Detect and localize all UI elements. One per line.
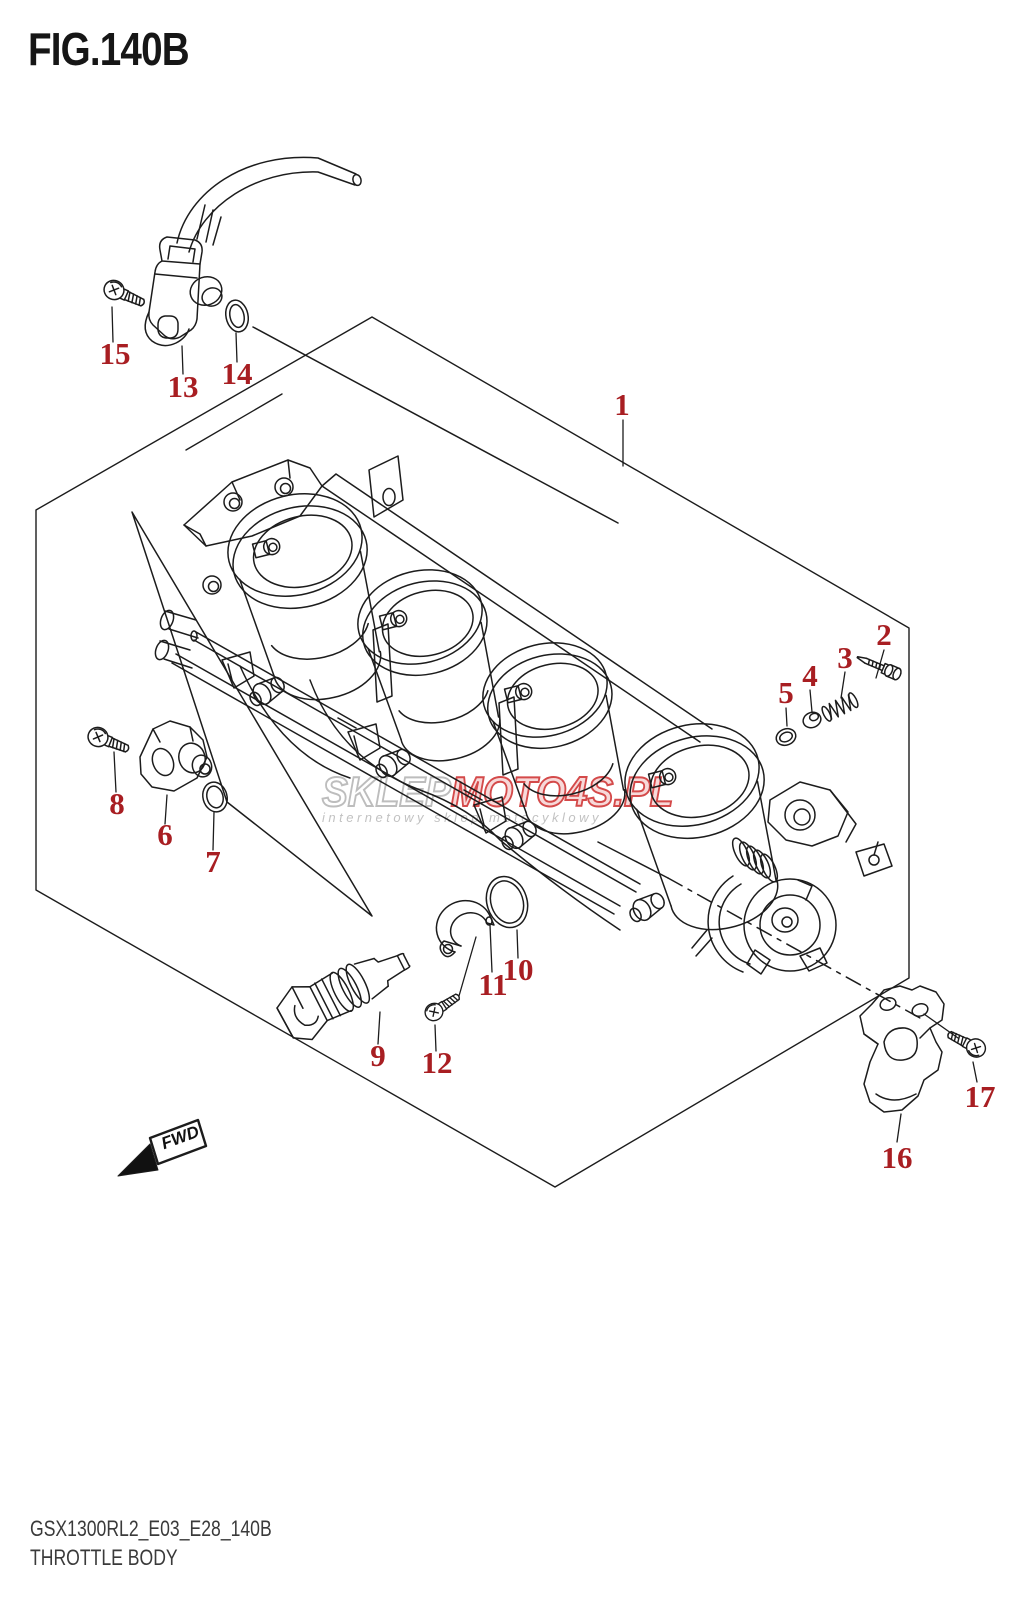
body-back-edge2 bbox=[321, 473, 713, 730]
part-6-sensor bbox=[139, 720, 213, 792]
part-callout-10: 10 bbox=[502, 952, 534, 988]
part-2-adjuster-screw bbox=[856, 655, 902, 681]
part-3-spring bbox=[821, 692, 859, 722]
part-13-cam-position-sensor bbox=[144, 156, 362, 347]
part-16-bracket bbox=[859, 985, 945, 1113]
footer-part-code: GSX1300RL2_E03_E28_140B bbox=[30, 1516, 272, 1541]
part-callout-16: 16 bbox=[881, 1140, 913, 1176]
part-11-clamp bbox=[435, 899, 495, 958]
shaft-axis-line-dashed bbox=[667, 877, 921, 1019]
torsion-spring-coils bbox=[731, 837, 779, 883]
part-callout-13: 13 bbox=[167, 369, 199, 405]
throttle-body-assembly bbox=[154, 455, 893, 975]
throttle-shaft bbox=[190, 630, 641, 893]
bore-4 bbox=[624, 723, 779, 931]
part-callout-8: 8 bbox=[109, 786, 125, 822]
diagram-border bbox=[35, 316, 910, 1188]
mount-plate bbox=[368, 455, 404, 518]
part-callout-12: 12 bbox=[421, 1045, 453, 1081]
footer-part-name: THROTTLE BODY bbox=[30, 1545, 178, 1570]
body-back-edge bbox=[321, 485, 701, 743]
part-callout-15: 15 bbox=[99, 336, 131, 372]
part-callout-17: 17 bbox=[964, 1079, 996, 1115]
part-callout-1: 1 bbox=[614, 387, 630, 423]
bore-3 bbox=[482, 642, 626, 835]
footer: GSX1300RL2_E03_E28_140B THROTTLE BODY bbox=[30, 1514, 332, 1572]
pointer-wedge bbox=[131, 511, 373, 917]
leader-lines bbox=[111, 306, 978, 1143]
part-callout-6: 6 bbox=[157, 817, 173, 853]
part-callout-7: 7 bbox=[205, 844, 221, 880]
shaft-axis-line bbox=[597, 841, 669, 879]
fwd-arrow bbox=[117, 1118, 208, 1177]
fuel-hose-stubs bbox=[154, 575, 222, 669]
leader-14-assembly bbox=[252, 326, 619, 524]
part-callout-11: 11 bbox=[478, 967, 508, 1003]
part-callout-3: 3 bbox=[837, 640, 853, 676]
injectors bbox=[249, 676, 665, 923]
part-4-washer bbox=[802, 711, 822, 729]
linkage-details bbox=[221, 623, 621, 931]
part-5-o-ring bbox=[775, 727, 797, 747]
tps-sensor bbox=[767, 781, 893, 877]
part-14-o-ring bbox=[224, 299, 250, 333]
part-callout-2: 2 bbox=[876, 617, 892, 653]
part-callout-4: 4 bbox=[802, 658, 818, 694]
part-callout-14: 14 bbox=[221, 356, 253, 392]
throttle-pulley bbox=[691, 837, 837, 975]
part-7-o-ring bbox=[202, 781, 228, 813]
part-callout-9: 9 bbox=[370, 1038, 386, 1074]
figure-title: FIG.140B bbox=[28, 23, 190, 75]
part-9-idle-air-valve bbox=[276, 952, 411, 1041]
part-10-o-ring bbox=[485, 875, 529, 929]
part-callout-5: 5 bbox=[778, 675, 794, 711]
